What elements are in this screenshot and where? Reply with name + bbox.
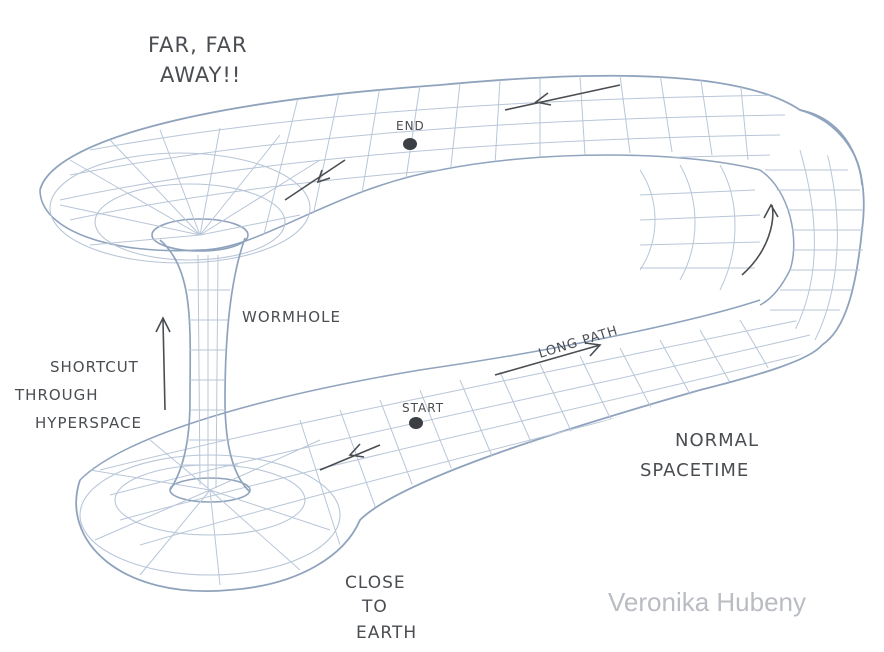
end-label: END [396,119,425,133]
close-to-earth-label-line1: CLOSE [345,573,406,593]
lower-sheet-inner-edge [79,299,761,481]
upper-funnel [49,127,321,264]
watermark: Veronika Hubeny [608,587,806,617]
arrowhead-shortcut [155,316,171,333]
arrowhead-side [763,203,779,219]
upper-sheet-outline [39,74,863,191]
close-to-earth-label-line3: EARTH [356,623,417,643]
long-path-label: LONG PATH [537,323,620,361]
lower-sheet-outline [75,344,823,592]
start-point [409,417,423,429]
arrow-lower-left [319,444,381,471]
arrowhead-long-path [584,342,602,357]
end-point [403,138,417,150]
side-curve-inner [759,169,795,306]
upper-sheet [39,74,863,264]
close-to-earth-label-line2: TO [361,597,388,617]
arrow-shortcut [162,319,166,411]
path-arrows [155,84,779,471]
arrow-long-path [494,344,601,376]
arrowhead-lower-left [348,443,365,458]
upper-sheet-grid [59,75,791,251]
arrowhead-top-right [534,92,552,106]
upper-sheet-inner-edge [39,154,761,252]
arrow-side [741,204,774,276]
fold-grid [639,164,761,291]
side-grid [765,150,864,341]
lower-funnel [79,439,341,586]
arrowhead-top-left [316,169,331,184]
shortcut-label-line1: SHORTCUT [50,358,139,376]
shortcut-label-line2: THROUGH [14,386,99,404]
far-away-label-line1: FAR, FAR [148,33,248,57]
side-curve [639,109,865,346]
shortcut-label-line3: HYPERSPACE [35,414,142,432]
arrow-top-left [284,159,346,201]
arrow-top-right [504,84,621,111]
far-away-label-line2: AWAY!! [160,63,241,87]
wormhole-label: WORMHOLE [242,308,341,326]
normal-spacetime-label-line1: NORMAL [675,430,759,451]
start-label: START [402,401,444,415]
wormhole-throat [159,237,251,493]
normal-spacetime-label-line2: SPACETIME [640,460,749,481]
